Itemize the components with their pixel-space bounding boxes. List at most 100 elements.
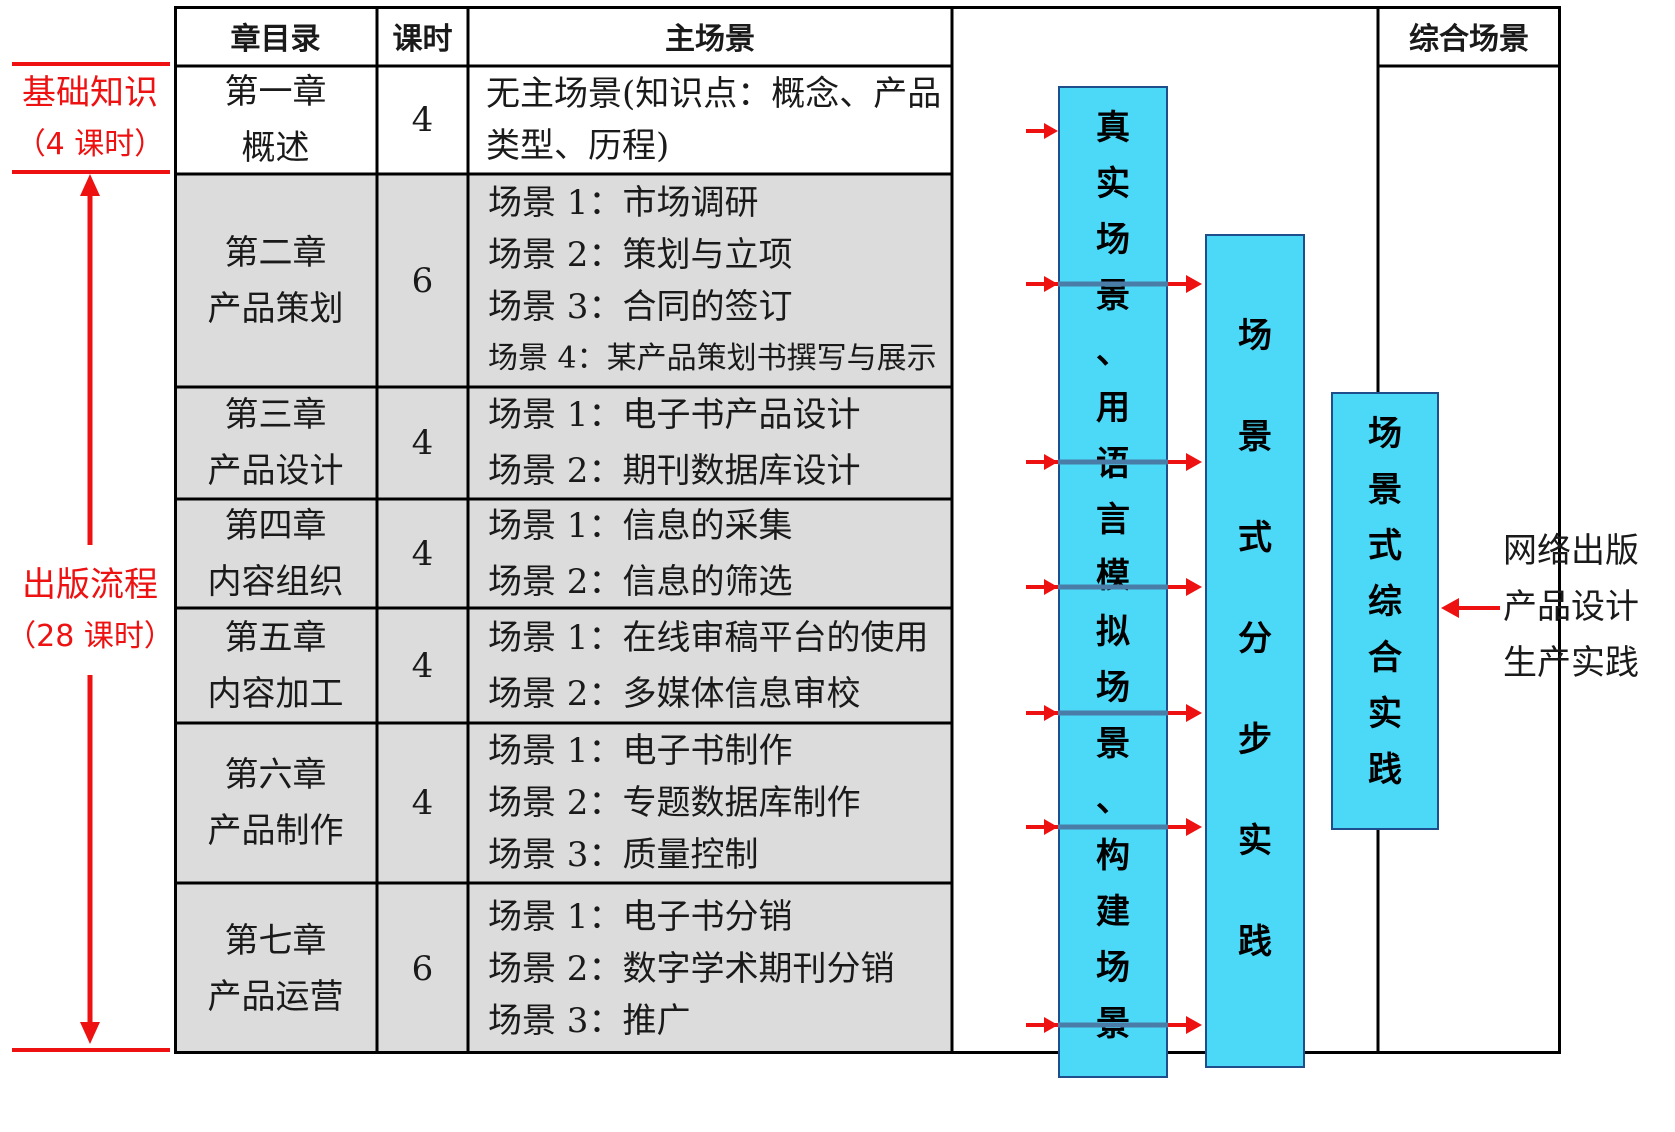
arrow-row-7 bbox=[1026, 1016, 1202, 1034]
chapter-title: 概述 bbox=[241, 128, 310, 168]
arrow-row-3 bbox=[1026, 453, 1202, 471]
scene-cell: 场景 1：电子书分销 场景 2：数字学术期刊分销 场景 3：推广 bbox=[468, 883, 952, 1054]
process-hours-label: （28 课时） bbox=[6, 619, 174, 654]
box-char: 式 bbox=[1368, 526, 1402, 566]
chapter-number: 第七章 bbox=[224, 920, 327, 961]
arrow-row-2 bbox=[1026, 275, 1202, 293]
header-hours: 课时 bbox=[392, 22, 453, 57]
chapter-cell: 第三章 产品设计 bbox=[174, 387, 377, 499]
comprehensive-arrow bbox=[1441, 598, 1500, 618]
basic-knowledge-label: 基础知识 bbox=[22, 73, 158, 113]
box-char: 实 bbox=[1096, 164, 1130, 204]
box-char: 场 bbox=[1096, 668, 1130, 708]
chapter-number: 第五章 bbox=[224, 617, 327, 658]
chapter-cell: 第六章 产品制作 bbox=[174, 723, 377, 883]
scene-item: 场景 2：专题数据库制作 bbox=[488, 783, 861, 823]
scene-cell: 场景 1：在线审稿平台的使用 场景 2：多媒体信息审校 bbox=[468, 608, 952, 723]
arrow-row-6 bbox=[1026, 818, 1202, 836]
chapter-number: 第六章 bbox=[224, 755, 327, 795]
box-char: 实 bbox=[1368, 694, 1402, 734]
comprehensive-scene-text: 网络出版 产品设计 生产实践 bbox=[1478, 523, 1664, 691]
chapter-cell: 第七章 产品运营 bbox=[174, 883, 377, 1054]
comprehensive-line: 网络出版 bbox=[1503, 531, 1639, 571]
scene-item: 场景 4：某产品策划书撰写与展示 bbox=[488, 340, 937, 376]
comprehensive-practice-box: 场 景 式 综 合 实 践 bbox=[1331, 392, 1439, 830]
scene-cell: 场景 1：市场调研 场景 2：策划与立项 场景 3：合同的签订 场景 4：某产品… bbox=[468, 174, 952, 387]
scene-item: 场景 3：推广 bbox=[488, 1000, 691, 1041]
basic-hours-label: （4 课时） bbox=[15, 127, 165, 162]
box-char: 综 bbox=[1368, 582, 1402, 622]
box-char: 步 bbox=[1238, 720, 1272, 760]
box-char: 景 bbox=[1368, 470, 1402, 510]
box-char: 言 bbox=[1096, 500, 1130, 540]
chapter-title: 产品策划 bbox=[207, 288, 344, 329]
process-bottom-rule bbox=[12, 1048, 170, 1052]
box-char: 、 bbox=[1096, 332, 1130, 372]
scene-cell: 无主场景(知识点：概念、产品 类型、历程) bbox=[468, 66, 952, 174]
process-flow-label: 出版流程 bbox=[22, 565, 158, 605]
scene-cell: 场景 1：信息的采集 场景 2：信息的筛选 bbox=[468, 499, 952, 608]
scene-item: 场景 1：电子书分销 bbox=[488, 896, 793, 937]
chapter-cell: 第一章 概述 bbox=[174, 66, 377, 174]
chapter-cell: 第四章 内容组织 bbox=[174, 499, 377, 608]
comprehensive-line: 产品设计 bbox=[1503, 587, 1639, 627]
scene-item: 场景 1：电子书制作 bbox=[488, 731, 793, 771]
box-char: 实 bbox=[1238, 821, 1272, 861]
scene-item: 类型、历程) bbox=[486, 126, 670, 166]
hours-cell: 4 bbox=[411, 100, 434, 140]
header-comprehensive: 综合场景 bbox=[1409, 22, 1529, 57]
box-char: 场 bbox=[1096, 948, 1130, 988]
table-grid bbox=[174, 6, 1561, 1054]
chapter-cell: 第五章 内容加工 bbox=[174, 608, 377, 723]
box-char: 拟 bbox=[1096, 612, 1130, 652]
box-char: 构 bbox=[1096, 836, 1130, 876]
chapter-title: 产品制作 bbox=[207, 811, 344, 851]
chapter-cell: 第二章 产品策划 bbox=[174, 174, 377, 387]
scene-item: 场景 2：信息的筛选 bbox=[488, 561, 793, 602]
box-char: 建 bbox=[1096, 892, 1130, 932]
box-char: 景 bbox=[1096, 724, 1130, 764]
scene-item: 场景 3：质量控制 bbox=[488, 835, 759, 875]
scene-item: 场景 1：电子书产品设计 bbox=[488, 395, 861, 435]
scene-item: 无主场景(知识点：概念、产品 bbox=[486, 74, 942, 114]
chapter-number: 第一章 bbox=[224, 72, 327, 112]
hours-cell: 4 bbox=[411, 645, 434, 686]
header-chapter: 章目录 bbox=[230, 22, 321, 57]
box-char: 场 bbox=[1238, 316, 1272, 356]
chapter-number: 第三章 bbox=[224, 395, 327, 435]
box-char: 景 bbox=[1238, 417, 1272, 457]
hours-cell: 6 bbox=[411, 260, 434, 301]
box-char: 分 bbox=[1238, 619, 1272, 659]
scene-item: 场景 3：合同的签订 bbox=[488, 286, 793, 327]
scene-item: 场景 1：在线审稿平台的使用 bbox=[488, 617, 929, 658]
basic-bottom-rule bbox=[12, 170, 170, 174]
chapter-number: 第四章 bbox=[224, 505, 327, 546]
box-char: 践 bbox=[1368, 750, 1402, 790]
comprehensive-line: 生产实践 bbox=[1503, 643, 1639, 683]
stepwise-practice-box: 场 景 式 分 步 实 践 bbox=[1205, 234, 1305, 1068]
box-char: 场 bbox=[1096, 220, 1130, 260]
box-char: 真 bbox=[1096, 108, 1130, 148]
arrow-row-4 bbox=[1026, 578, 1202, 596]
arrow-head bbox=[1044, 123, 1058, 139]
header-main-scenes: 主场景 bbox=[665, 22, 755, 57]
process-arrow-up-head bbox=[80, 174, 100, 196]
box-char: 合 bbox=[1368, 638, 1402, 678]
chapter-title: 内容组织 bbox=[207, 561, 344, 602]
box-char: 、 bbox=[1096, 780, 1130, 820]
box-char: 践 bbox=[1238, 922, 1272, 962]
chapter-title: 产品设计 bbox=[207, 451, 344, 491]
process-span-arrow bbox=[80, 174, 100, 1044]
scene-cell: 场景 1：电子书制作 场景 2：专题数据库制作 场景 3：质量控制 bbox=[468, 723, 952, 883]
scene-item: 场景 2：多媒体信息审校 bbox=[488, 673, 861, 714]
box-char: 用 bbox=[1096, 388, 1130, 428]
scene-item: 场景 1：信息的采集 bbox=[488, 505, 793, 546]
basic-top-rule bbox=[12, 62, 170, 66]
hours-cell: 4 bbox=[411, 783, 434, 823]
box-char: 式 bbox=[1238, 518, 1272, 558]
scene-item: 场景 2：数字学术期刊分销 bbox=[488, 948, 895, 989]
hours-cell: 6 bbox=[411, 948, 434, 989]
box-char: 场 bbox=[1368, 414, 1402, 454]
process-arrow-down-head bbox=[80, 1022, 100, 1044]
